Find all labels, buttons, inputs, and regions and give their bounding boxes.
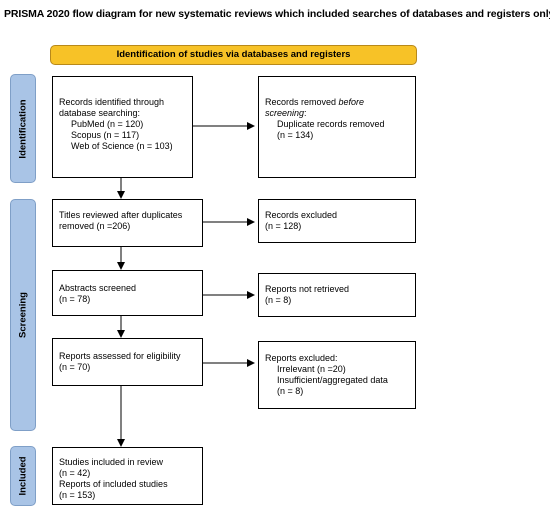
records-removed-duplicates: Duplicate records removed — [277, 119, 385, 129]
records-identified-box: Records identified through database sear… — [52, 76, 193, 178]
titles-reviewed-line2: removed (n =206) — [59, 221, 131, 231]
records-removed-line2: screening: — [265, 108, 409, 119]
records-removed-before: before — [338, 97, 365, 107]
not-retrieved-box: Reports not retrieved (n = 8) — [258, 273, 416, 317]
titles-reviewed-box: Titles reviewed after duplicates removed… — [52, 199, 203, 247]
identification-banner: Identification of studies via databases … — [50, 45, 417, 65]
records-removed-colon: : — [304, 108, 307, 118]
phase-screening: Screening — [10, 199, 36, 431]
phase-identification: Identification — [10, 74, 36, 183]
diagram-title: PRISMA 2020 flow diagram for new systema… — [4, 8, 550, 20]
titles-reviewed-line1: Titles reviewed after duplicates — [59, 210, 183, 220]
abstracts-screened-line2: (n = 78) — [59, 294, 91, 304]
not-retrieved-line2: (n = 8) — [265, 295, 292, 305]
records-removed-screening: screening — [265, 108, 305, 118]
eligibility-box: Reports assessed for eligibility (n = 70… — [52, 338, 203, 386]
records-pubmed: PubMed (n = 120) — [71, 119, 144, 129]
eligibility-line2: (n = 70) — [59, 362, 91, 372]
reports-excluded-box: Reports excluded: Irrelevant (n =20) Ins… — [258, 341, 416, 409]
reports-excluded-insufficient-n: (n = 8) — [277, 386, 304, 396]
not-retrieved-line1: Reports not retrieved — [265, 284, 350, 294]
abstracts-screened-line1: Abstracts screened — [59, 283, 137, 293]
records-removed-line1: Records removed before — [265, 97, 409, 108]
records-identified-line2: database searching: — [59, 108, 141, 118]
records-removed-count: (n = 134) — [277, 130, 314, 140]
records-removed-text: Records removed — [265, 97, 339, 107]
records-identified-line1: Records identified through — [59, 97, 165, 107]
included-line2: (n = 42) — [59, 468, 91, 478]
included-line4: (n = 153) — [59, 490, 96, 500]
abstracts-screened-box: Abstracts screened (n = 78) — [52, 270, 203, 316]
included-box: Studies included in review (n = 42) Repo… — [52, 447, 203, 505]
included-line3: Reports of included studies — [59, 479, 168, 489]
records-scopus: Scopus (n = 117) — [71, 130, 140, 140]
records-excluded-line1: Records excluded — [265, 210, 338, 220]
reports-excluded-irrelevant: Irrelevant (n =20) — [277, 364, 346, 374]
reports-excluded-line1: Reports excluded: — [265, 353, 338, 363]
records-excluded-box: Records excluded (n = 128) — [258, 199, 416, 243]
records-excluded-line2: (n = 128) — [265, 221, 302, 231]
records-removed-box: Records removed before screening: Duplic… — [258, 76, 416, 178]
records-wos: Web of Science (n = 103) — [71, 141, 173, 151]
phase-included: Included — [10, 446, 36, 506]
reports-excluded-insufficient: Insufficient/aggregated data — [277, 375, 388, 385]
included-line1: Studies included in review — [59, 457, 164, 467]
eligibility-line1: Reports assessed for eligibility — [59, 351, 181, 361]
